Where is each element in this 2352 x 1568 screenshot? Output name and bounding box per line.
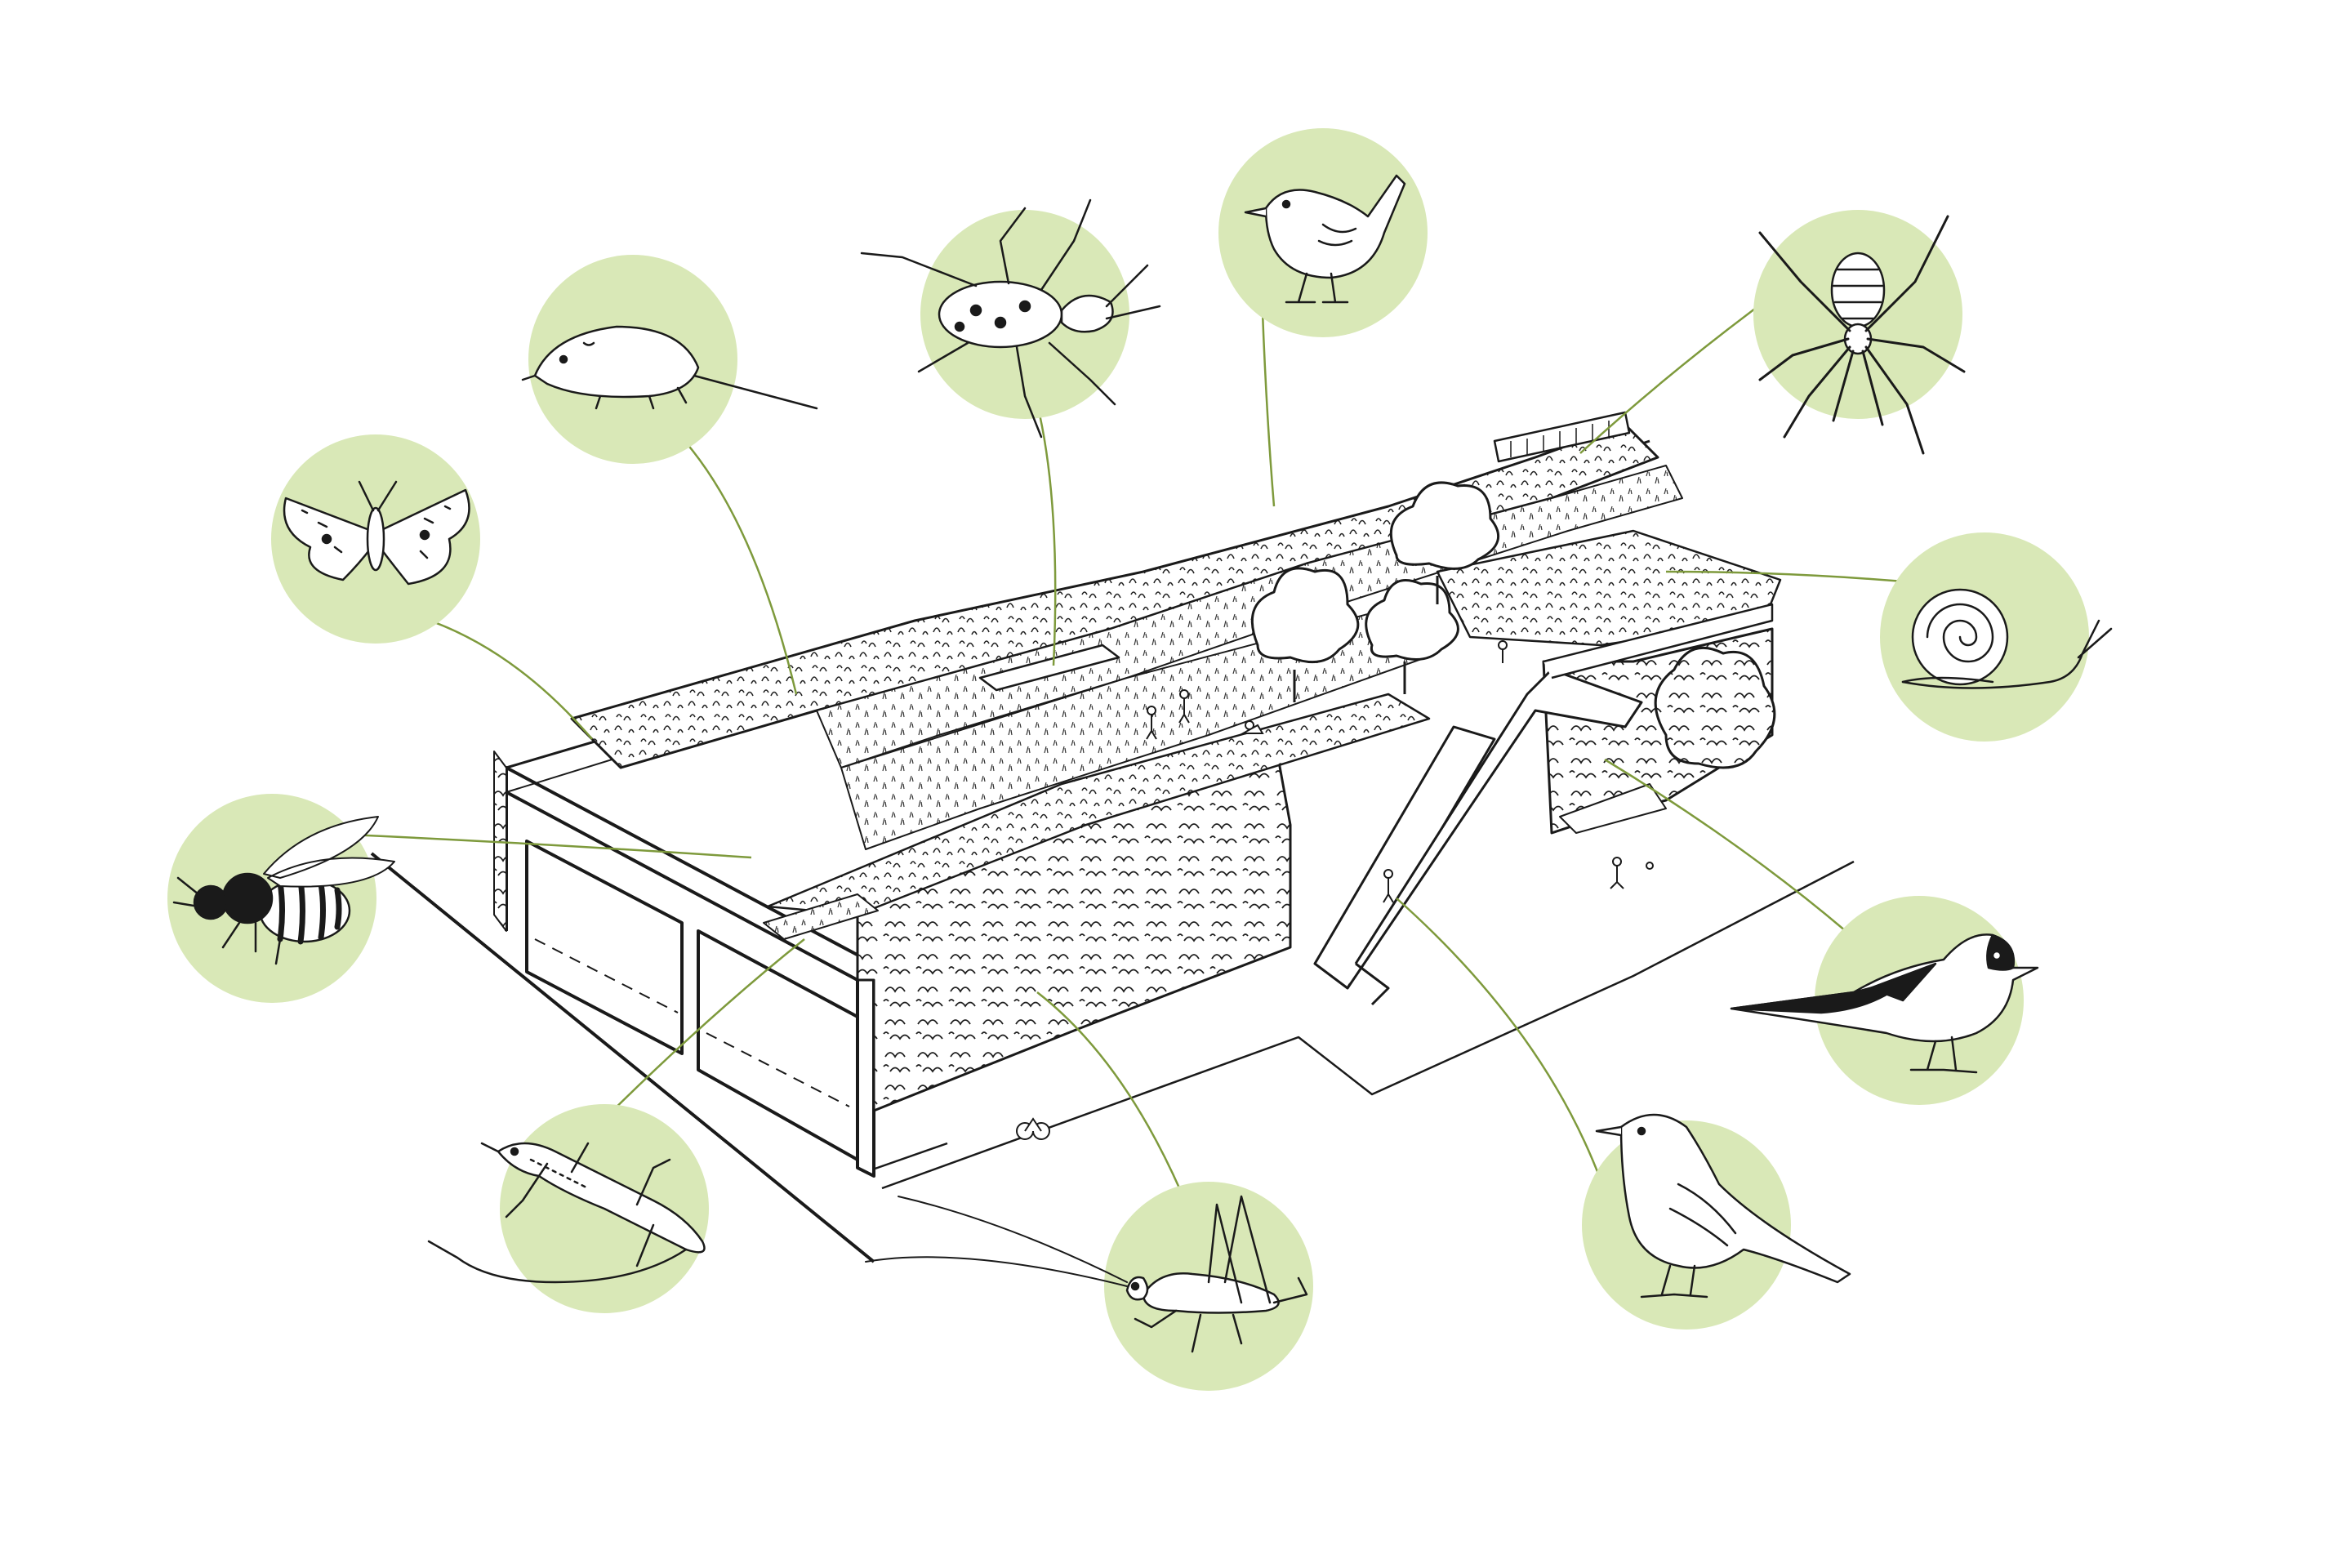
leader-spider [1579, 288, 1781, 454]
underpass-right [697, 929, 859, 1161]
bridge-structure [370, 411, 1855, 1263]
tree-1 [1250, 567, 1360, 702]
tree-4 [1654, 646, 1776, 769]
ground-line-right [865, 1142, 948, 1174]
shrew-icon [521, 325, 818, 410]
leader-wren [1260, 289, 1276, 507]
ground-line-left [370, 852, 875, 1263]
underpass-left [525, 840, 684, 1055]
leader-goldfinch [1604, 758, 1846, 932]
cricket-icon [865, 1195, 1308, 1353]
stone-patch [763, 893, 879, 940]
left-side-panel [493, 751, 507, 932]
warbler-icon [1595, 1113, 1851, 1298]
leader-snail [1665, 570, 1932, 586]
tree-2 [1365, 579, 1459, 694]
snail-icon [1901, 588, 2113, 689]
moth-icon [283, 480, 470, 586]
leader-warbler [1396, 898, 1602, 1181]
tree-3 [1389, 481, 1499, 604]
goldfinch-icon [1730, 933, 2039, 1074]
spider-icon [1758, 215, 1966, 455]
back-rail [1493, 411, 1631, 463]
beetle-icon [860, 198, 1161, 439]
people [1016, 640, 1654, 1140]
bee-icon [172, 816, 395, 965]
bench [978, 644, 1120, 692]
lizard-icon [427, 1142, 706, 1284]
wren-icon [1244, 174, 1406, 304]
leader-lizard [591, 938, 805, 1132]
ground-line-mid [881, 860, 1855, 1190]
lawn [840, 604, 1438, 850]
ramp-base [1559, 783, 1667, 834]
ramp-left [1313, 725, 1496, 990]
leader-shrew [669, 424, 798, 695]
side-rail [1543, 603, 1774, 679]
ramp-right [1346, 668, 1643, 989]
leader-cricket [1036, 991, 1190, 1209]
